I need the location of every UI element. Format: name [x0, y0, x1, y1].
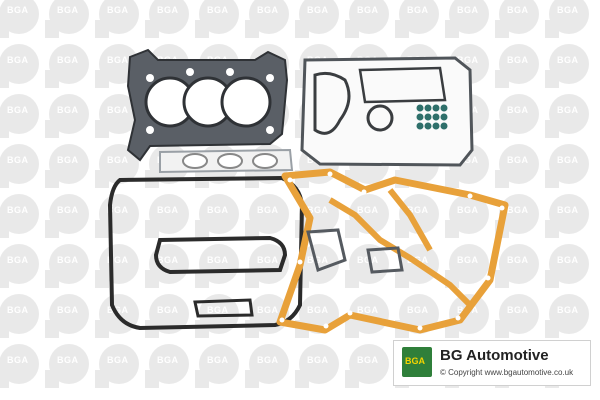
- valve-stem-seal: [440, 113, 448, 121]
- bolt-hole: [347, 310, 353, 316]
- bga-logo: BGA: [402, 347, 432, 377]
- bolt-hole: [467, 193, 473, 199]
- valve-stem-seal: [424, 113, 432, 121]
- brand-copyright: © Copyright www.bgautomotive.co.uk: [440, 368, 574, 377]
- bga-logo-text: BGA: [405, 356, 425, 366]
- bolt-hole: [323, 323, 329, 329]
- brand-badge: BGA BG Automotive © Copyright www.bgauto…: [393, 340, 591, 386]
- rocker-cover-gasket: [107, 175, 305, 331]
- bolt-hole: [499, 205, 505, 211]
- valve-stem-seal: [432, 104, 440, 112]
- valve-stem-seal: [424, 122, 432, 130]
- valve-stem-seal: [424, 104, 432, 112]
- brand-name: BG Automotive: [440, 347, 549, 364]
- valve-stem-seal: [416, 113, 424, 121]
- valve-stem-seal: [432, 122, 440, 130]
- bolt-hole: [279, 317, 285, 323]
- valve-stem-seal: [416, 104, 424, 112]
- timing-cover-gasket: [276, 168, 509, 334]
- bolt-hole: [361, 189, 367, 195]
- bolt-hole: [327, 171, 333, 177]
- bolt-hole: [485, 275, 491, 281]
- valve-stem-seal: [416, 122, 424, 130]
- valve-stem-seals: [416, 104, 448, 130]
- valve-stem-seal: [440, 122, 448, 130]
- bolt-hole: [297, 259, 303, 265]
- oil-sump-gasket: [300, 56, 474, 167]
- exhaust-manifold-gasket: [159, 148, 294, 174]
- valve-stem-seal: [440, 104, 448, 112]
- bolt-hole: [287, 177, 293, 183]
- bolt-hole: [455, 315, 461, 321]
- valve-stem-seal: [432, 113, 440, 121]
- cylinder-head-gasket: [126, 48, 289, 162]
- bolt-hole: [417, 325, 423, 331]
